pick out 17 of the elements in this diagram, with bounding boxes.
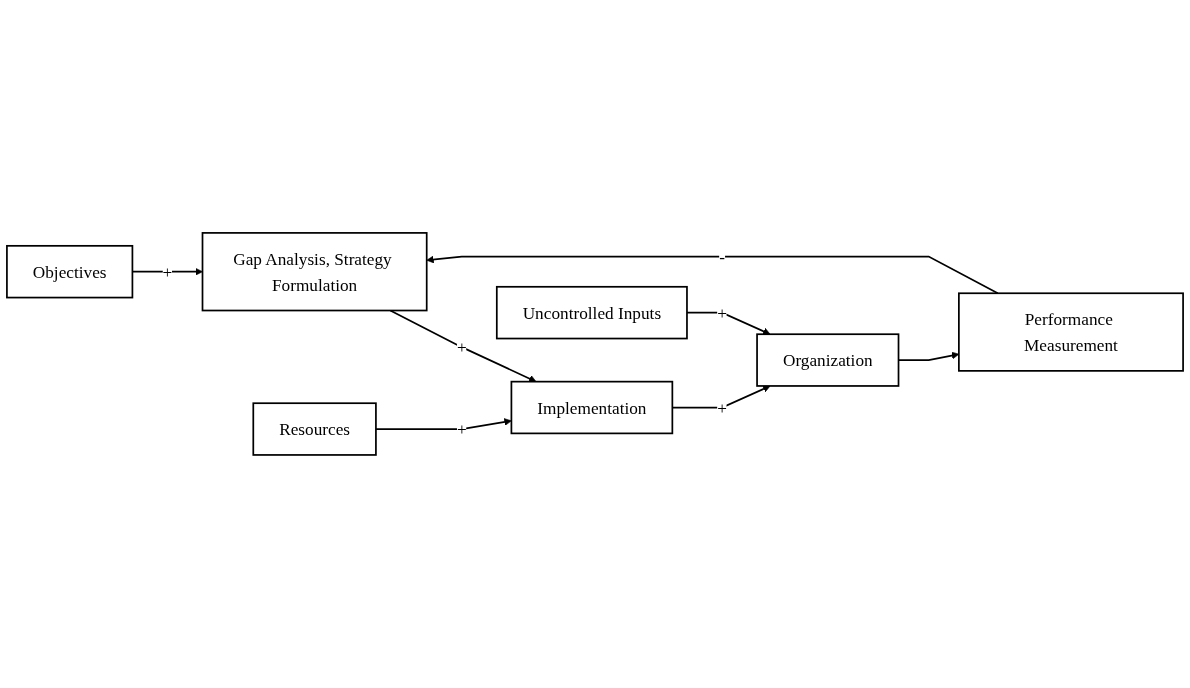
edge-label: + [456, 419, 467, 439]
edge-label: + [162, 262, 173, 282]
edge-label: - [719, 247, 725, 267]
node-box: Objectives [6, 245, 134, 299]
arrow [389, 309, 537, 383]
edge-label: + [717, 303, 727, 323]
node-box: Resources [252, 402, 377, 456]
node-box: Performance Measurement [958, 292, 1184, 372]
edge-label: + [456, 337, 467, 357]
edge-label: + [717, 398, 727, 418]
arrow [426, 255, 999, 295]
node-box: Gap Analysis, Strategy Formulation [201, 232, 428, 312]
node-box: Implementation [510, 380, 674, 435]
arrow [686, 311, 771, 335]
arrow [375, 418, 512, 430]
node-box: Uncontrolled Inputs [495, 286, 688, 340]
node-box: Organization [756, 333, 900, 387]
